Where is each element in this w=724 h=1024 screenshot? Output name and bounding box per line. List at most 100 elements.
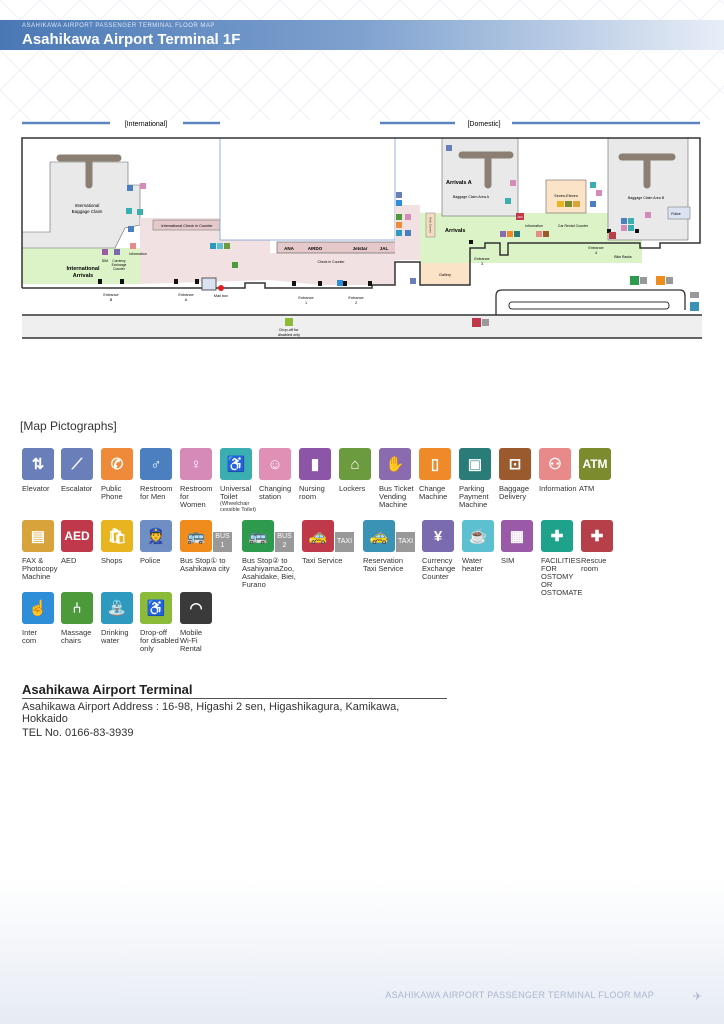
label-baggage-b: Baggage Claim Area B	[628, 196, 665, 200]
pictograph-label: Changing station	[259, 484, 292, 501]
baggage-claim-b-area	[607, 137, 689, 241]
police-box	[667, 206, 691, 220]
universal-toilet-icon: ♿	[220, 448, 252, 480]
pictograph-item: ☕Water heater	[462, 520, 502, 573]
atm-icon	[565, 201, 572, 207]
pictograph-label: Nursing room	[299, 484, 325, 501]
label-kids-corner: Kids Corner	[429, 217, 433, 233]
label-gallery: Gallery	[439, 273, 451, 277]
baggage-carousel	[56, 154, 122, 189]
road	[22, 315, 702, 338]
pictograph-label: Drinking water	[101, 628, 129, 645]
pictograph-item: ⛲Drinking water	[101, 592, 141, 645]
pictograph-item: ☝ Inter com	[22, 592, 62, 645]
label-aed: AED	[517, 216, 522, 219]
badge-label: BUS 1	[213, 532, 232, 552]
pictograph-label: Reservation Taxi Service	[363, 556, 404, 573]
baggage-carousel	[618, 153, 676, 189]
building-outline	[21, 137, 701, 289]
pictograph-label: Information	[539, 484, 577, 493]
page-title: Asahikawa Airport Terminal 1F	[22, 31, 241, 48]
label-sim: SIM	[102, 259, 108, 263]
label-jetstar: Jetstar	[353, 246, 368, 251]
entrance-a: A	[185, 298, 188, 302]
pictograph-item: 👮Police	[140, 520, 180, 565]
intl-baggage-claim-area	[21, 161, 141, 249]
pictograph-label: Mobile Wi-Fi Rental	[180, 628, 203, 653]
pictograph-item: ⇅Elevator	[22, 448, 62, 493]
pictograph-label: AED	[61, 556, 77, 565]
pictograph-label: Elevator	[22, 484, 50, 493]
label-currency: Counter	[113, 267, 126, 271]
entrance-1: 1	[305, 301, 307, 305]
label-arrivals: Arrivals	[445, 228, 466, 234]
pictograph-item: ♿Universal Toilet(Wheelchair cessible To…	[220, 448, 260, 513]
intl-arrivals-area	[22, 248, 140, 284]
checkin-area	[140, 218, 395, 285]
label-dropoff: Drop-off for	[279, 328, 299, 332]
label-intl-arrivals: International	[66, 266, 99, 272]
traffic-island	[495, 289, 686, 315]
shops-icon: 🛍	[101, 520, 133, 552]
entrance-4: Entrance	[588, 246, 603, 250]
pictograph-item: AED AED	[61, 520, 101, 565]
entrance-3: 3	[481, 262, 483, 266]
entrance-3: Entrance	[474, 257, 489, 261]
dom-arrivals-area	[420, 213, 642, 263]
pictograph-label: FAX & Photocopy Machine	[22, 556, 58, 581]
dom-facility-icons	[102, 145, 651, 286]
locker-icon: ⌂	[339, 448, 371, 480]
pictograph-item: ✚Rescue room	[581, 520, 621, 573]
header-banner: ASAHIKAWA AIRPORT PASSENGER TERMINAL FLO…	[0, 20, 724, 50]
terminal-phone: TEL No. 0166-83-3939	[22, 727, 134, 739]
kids-corner	[425, 212, 436, 238]
airplane-icon: ✈	[692, 991, 702, 1003]
badge-label: TAXI	[335, 532, 354, 552]
label-arrivals-a: Arrivals A	[446, 180, 472, 186]
pictograph-label: FACILITIES FOR OSTOMY OR OSTOMATE	[541, 556, 583, 597]
pictograph-label: Inter com	[22, 628, 38, 645]
label-information: Information	[525, 224, 543, 228]
badge-label: TAXI	[396, 532, 415, 552]
nursing-room-icon: ▮	[299, 448, 331, 480]
footer-label: ASAHIKAWA AIRPORT PASSENGER TERMINAL FLO…	[385, 990, 654, 1000]
pictograph-label: Water heater	[462, 556, 484, 573]
section-domestic: [Domestic]	[467, 121, 500, 128]
change-machine-icon: ▯	[419, 448, 451, 480]
pictograph-item: ▦SIM	[501, 520, 541, 565]
currency-exchange-icon: ¥	[422, 520, 454, 552]
label-mail-box: Mail box	[214, 294, 228, 298]
wifi-rental-icon: ◠	[180, 592, 212, 624]
label-intl-baggage: Baggage Claim	[72, 209, 103, 214]
entrance-b: B	[110, 298, 113, 302]
traffic-island	[508, 301, 670, 310]
pictograph-label: Parking Payment Machine	[459, 484, 489, 509]
pictograph-label: Public Phone	[101, 484, 123, 501]
aed-icon: AED	[61, 520, 93, 552]
label-checkin-counter: Check in Counter	[317, 260, 345, 264]
fax-icon: ▤	[22, 520, 54, 552]
seven-eleven-store	[545, 179, 587, 214]
label-currency: Currency	[112, 259, 126, 263]
mail-box-icon	[218, 285, 224, 291]
label-intl-baggage: International	[75, 203, 100, 208]
badge-label: BUS 2	[275, 532, 294, 552]
phone-icon: ✆	[101, 448, 133, 480]
massage-chair-icon: ⑃	[61, 592, 93, 624]
pictograph-item: ▤ FAX & Photocopy Machine	[22, 520, 62, 581]
intercom-icon: ☝	[22, 592, 54, 624]
pictograph-item: ◠ Mobile Wi-Fi Rental	[180, 592, 220, 653]
bottom-pattern	[0, 880, 724, 1024]
pictograph-label: Change Machine	[419, 484, 448, 501]
bus-icon: 🚌	[242, 520, 274, 552]
pictograph-item: ⑃Massage chairs	[61, 592, 101, 645]
police-icon: 👮	[140, 520, 172, 552]
wheelchair-icon: ♿	[140, 592, 172, 624]
pictograph-item: ¥Currency Exchange Counter	[422, 520, 462, 581]
pictograph-label: Shops	[101, 556, 123, 565]
pictograph-label: Rescue room	[581, 556, 607, 573]
bus-icon: 🚌	[180, 520, 212, 552]
label-information: Information	[129, 252, 147, 256]
